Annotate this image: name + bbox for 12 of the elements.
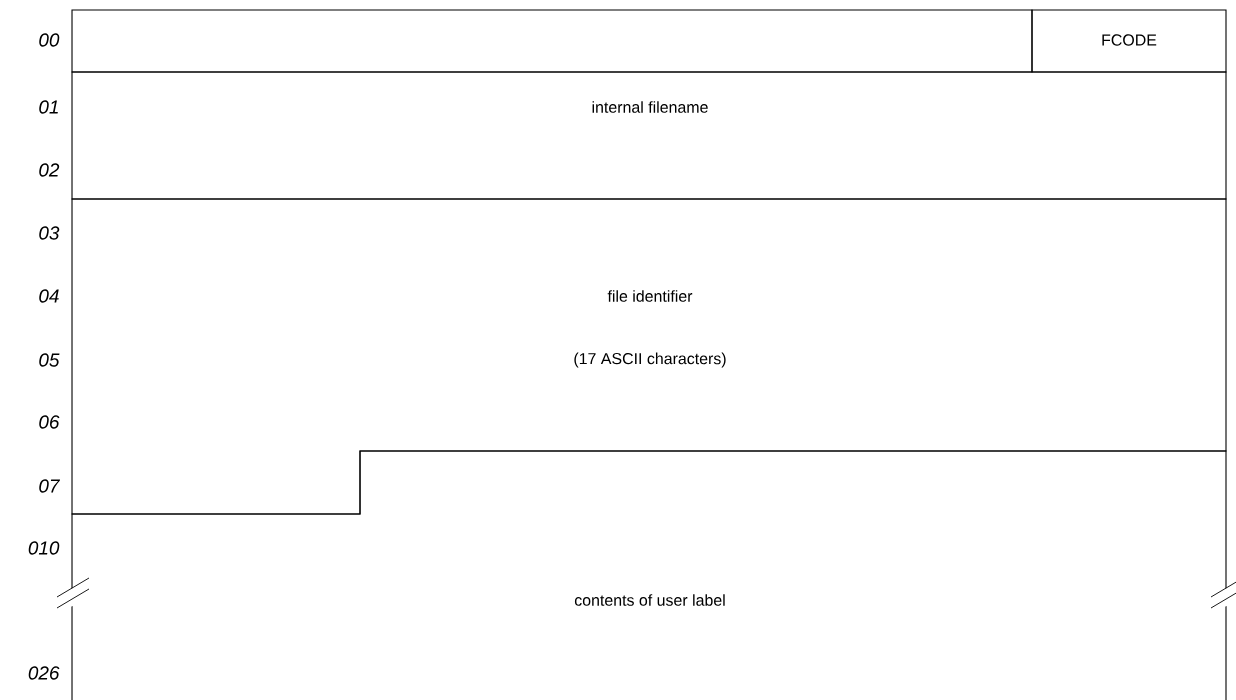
row-number: 06 xyxy=(39,415,60,429)
field-region: file identifier (17 ASCII characters) xyxy=(71,198,1227,515)
row-number: 00 xyxy=(39,33,60,47)
row-number: 01 xyxy=(39,100,58,114)
row-number: 03 xyxy=(39,226,60,240)
row-number: 07 xyxy=(39,479,61,493)
field-region: contents of user label xyxy=(71,450,1227,700)
field-box: internal filename xyxy=(71,71,1227,200)
field-box: FCODE xyxy=(1031,9,1227,73)
field-box xyxy=(71,9,1033,73)
row-number: 010 xyxy=(28,541,60,555)
row-number: 02 xyxy=(39,163,60,177)
